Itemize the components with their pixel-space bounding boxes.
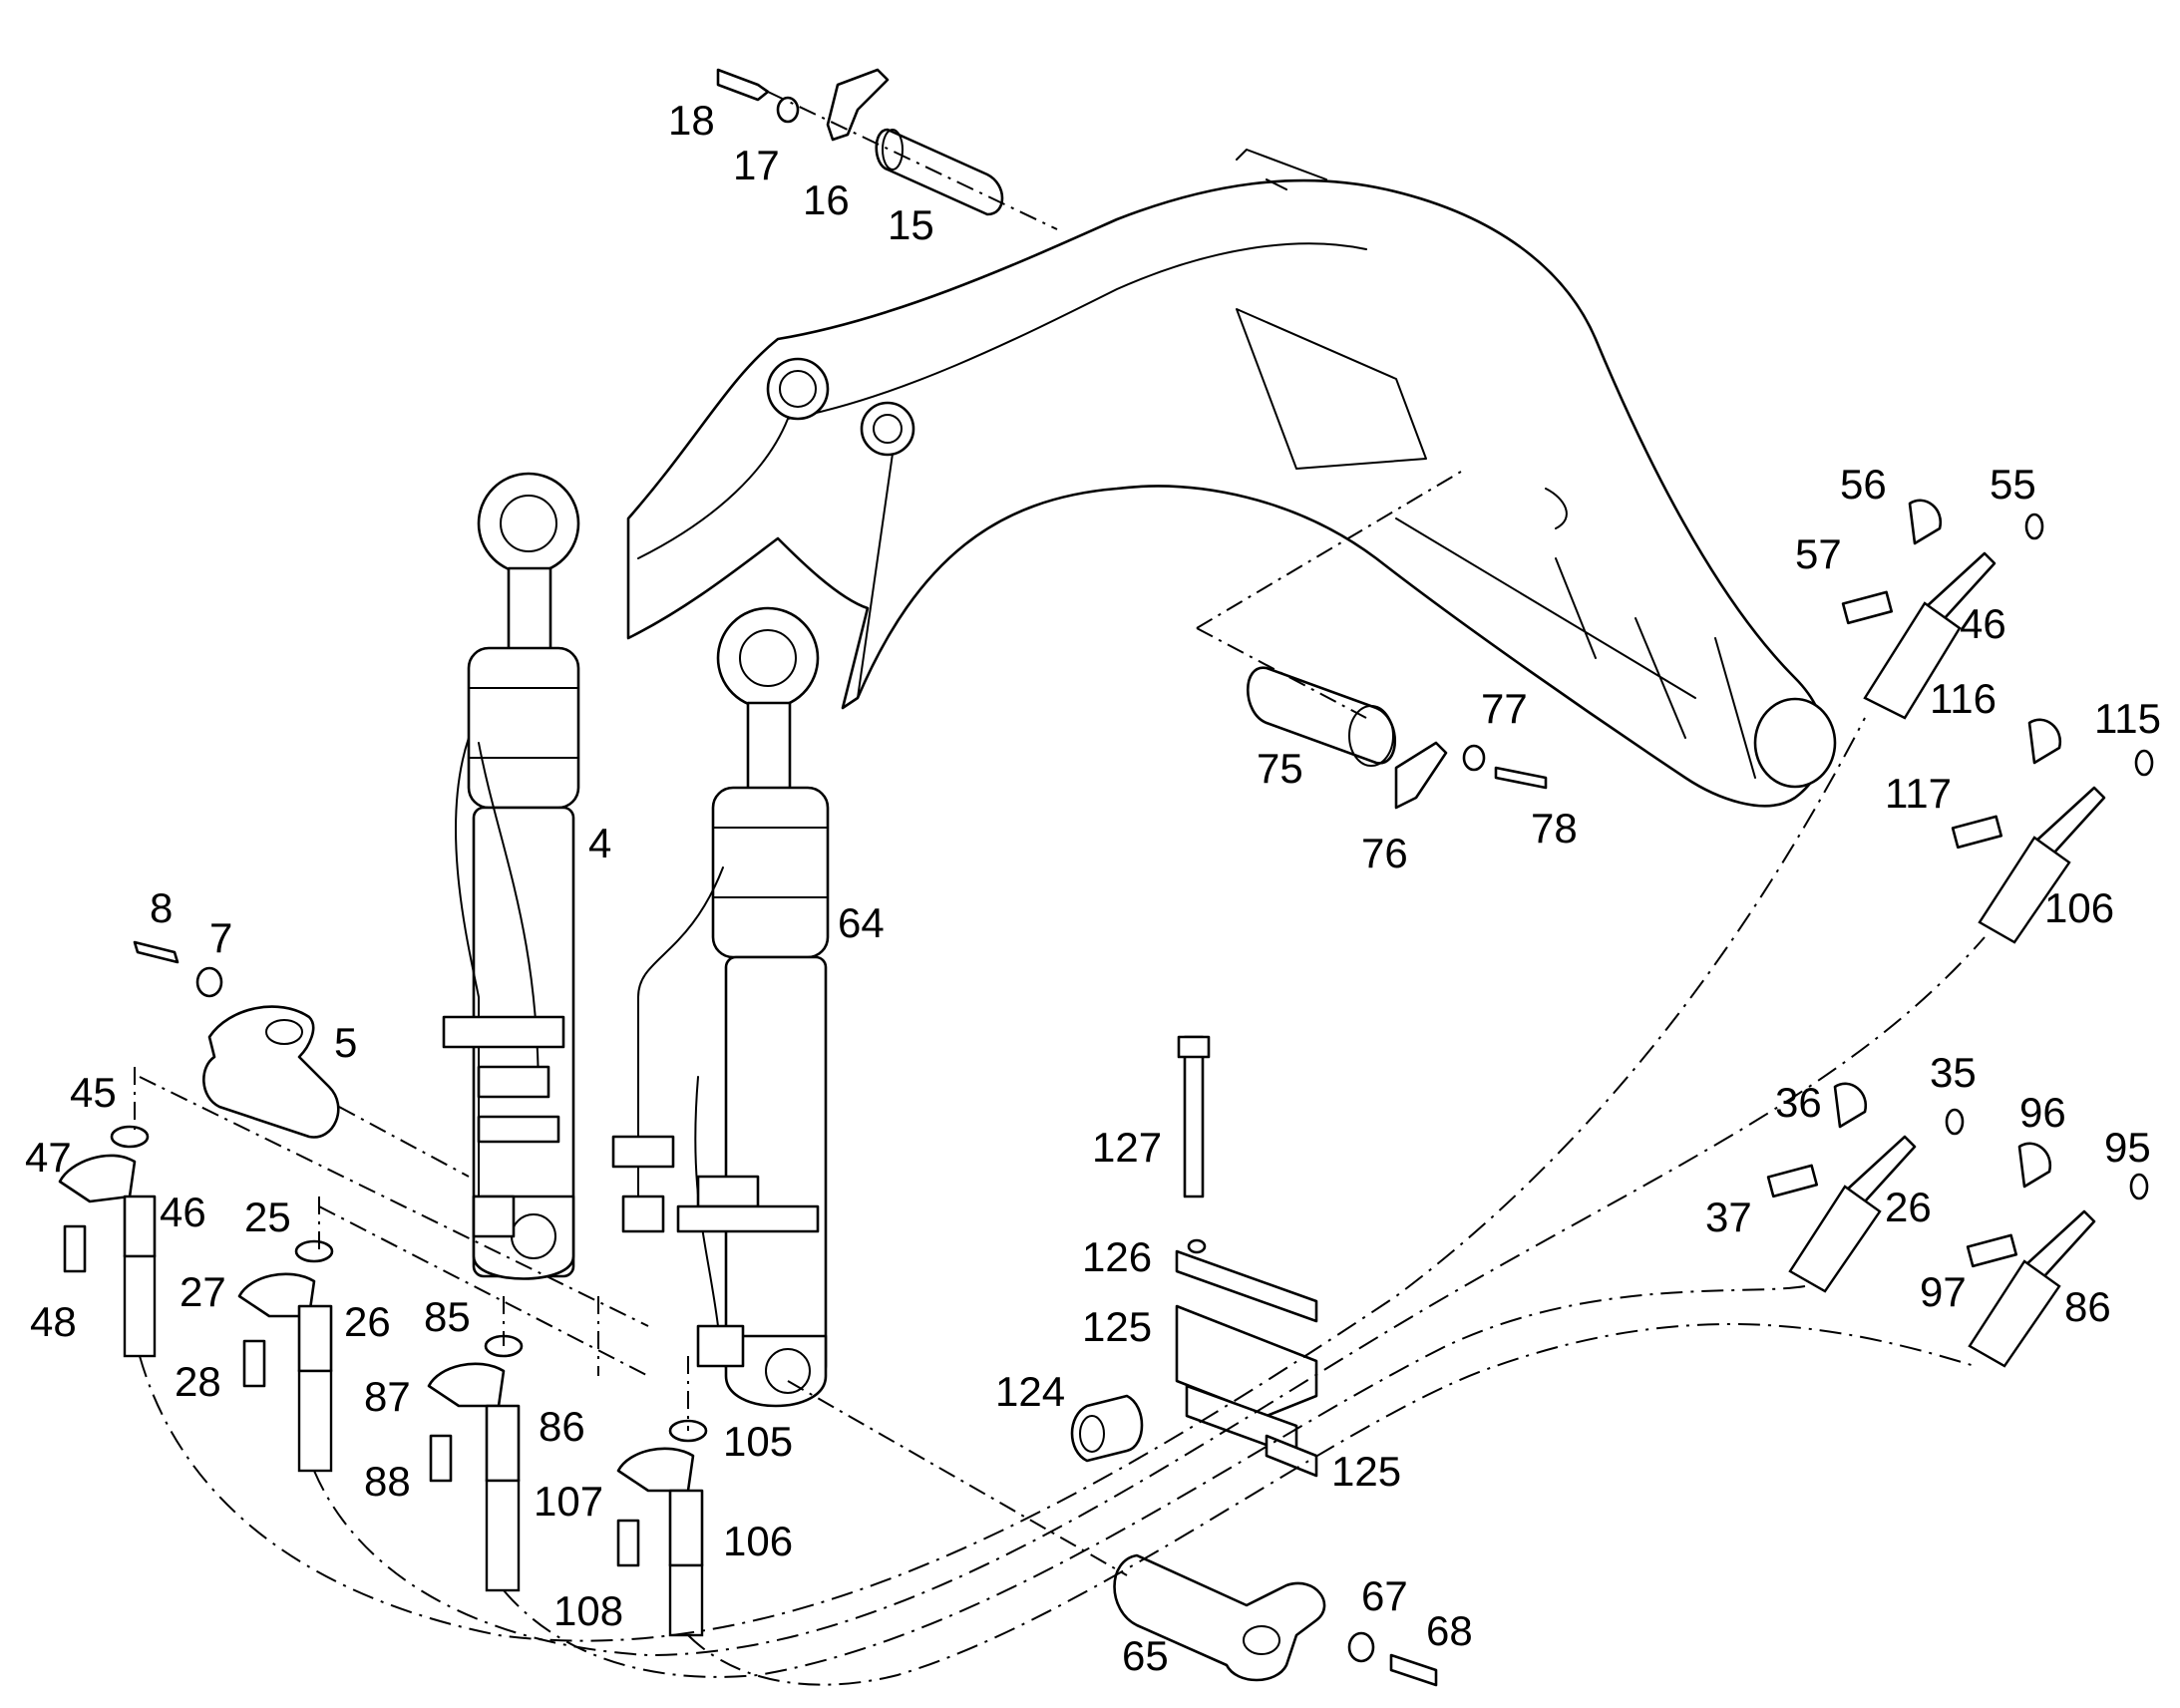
callout-126: 126 <box>1082 1233 1152 1280</box>
callout-67: 67 <box>1361 1572 1408 1619</box>
callout-labels: 18 17 16 15 56 55 57 46 116 115 117 106 … <box>25 97 2161 1679</box>
callout-86: 86 <box>539 1403 585 1450</box>
callout-47: 47 <box>25 1134 72 1181</box>
pin-65-assembly <box>787 1380 1438 1687</box>
callout-77: 77 <box>1481 685 1528 732</box>
callout-25: 25 <box>244 1194 291 1240</box>
callout-115: 115 <box>2094 695 2161 742</box>
clamp-assembly <box>1070 1035 1318 1478</box>
callout-78: 78 <box>1531 805 1578 852</box>
callout-16: 16 <box>803 176 850 223</box>
callout-46: 46 <box>1960 600 2006 647</box>
callout-75: 75 <box>1257 745 1303 792</box>
callout-26: 26 <box>344 1298 391 1345</box>
callout-46: 46 <box>160 1189 206 1235</box>
hose-fittings-left <box>58 1125 708 1637</box>
hose-routing <box>134 717 1986 1686</box>
callout-45: 45 <box>70 1069 117 1116</box>
callout-56: 56 <box>1840 461 1887 508</box>
callout-105: 105 <box>723 1418 793 1465</box>
callout-4: 4 <box>588 820 611 866</box>
callout-76: 76 <box>1361 830 1408 876</box>
callout-107: 107 <box>534 1478 603 1525</box>
callout-18: 18 <box>668 97 715 144</box>
callout-57: 57 <box>1795 530 1842 577</box>
callout-127: 127 <box>1092 1124 1162 1171</box>
callout-28: 28 <box>175 1358 221 1405</box>
callout-36: 36 <box>1775 1079 1822 1126</box>
callout-55: 55 <box>1990 461 2036 508</box>
callout-86: 86 <box>2064 1283 2111 1330</box>
cylinder-4 <box>442 472 580 1280</box>
callout-125: 125 <box>1082 1303 1152 1350</box>
cylinder-64 <box>611 606 830 1408</box>
callout-85: 85 <box>424 1293 471 1340</box>
pin-5-assembly <box>133 940 470 1178</box>
callout-5: 5 <box>334 1019 357 1066</box>
callout-64: 64 <box>838 899 885 946</box>
callout-7: 7 <box>209 914 232 961</box>
callout-8: 8 <box>150 884 173 931</box>
callout-97: 97 <box>1920 1268 1967 1315</box>
callout-95: 95 <box>2104 1124 2151 1171</box>
callout-68: 68 <box>1426 1607 1473 1654</box>
callout-35: 35 <box>1930 1049 1977 1096</box>
hose-fittings-right <box>1766 499 2154 1368</box>
callout-116: 116 <box>1930 675 1997 722</box>
callout-17: 17 <box>733 142 780 188</box>
callout-48: 48 <box>30 1298 77 1345</box>
callout-106: 106 <box>2044 884 2114 931</box>
callout-96: 96 <box>2019 1089 2066 1136</box>
callout-65: 65 <box>1122 1632 1169 1679</box>
callout-26: 26 <box>1885 1184 1932 1230</box>
callout-106: 106 <box>723 1518 793 1564</box>
callout-117: 117 <box>1885 770 1952 817</box>
callout-15: 15 <box>888 201 934 248</box>
callout-37: 37 <box>1705 1194 1752 1240</box>
callout-88: 88 <box>364 1458 411 1505</box>
callout-124: 124 <box>995 1368 1065 1415</box>
boom <box>626 149 1837 808</box>
callout-87: 87 <box>364 1373 411 1420</box>
callout-125: 125 <box>1331 1448 1401 1495</box>
pin-75-assembly <box>1196 468 1548 810</box>
callout-27: 27 <box>180 1268 226 1315</box>
pin-15-assembly <box>716 68 1058 230</box>
callout-108: 108 <box>553 1587 623 1634</box>
